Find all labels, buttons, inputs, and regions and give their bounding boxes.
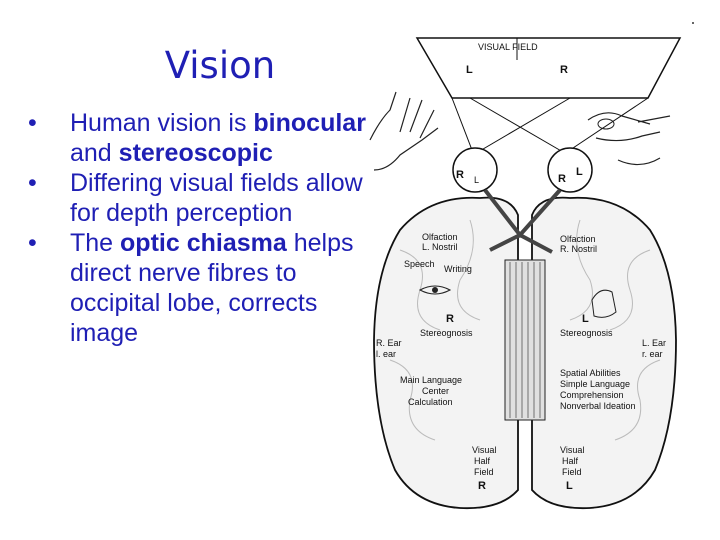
olfaction-right-1: Olfaction bbox=[560, 234, 596, 244]
left-eye bbox=[452, 147, 498, 193]
ear-right-2: r. ear bbox=[642, 349, 663, 359]
bullet-text: helps direct nerve fibres to occipital l… bbox=[70, 229, 354, 347]
optic-chiasma bbox=[483, 188, 562, 254]
corpus-callosum bbox=[504, 259, 546, 421]
brain-diagram-svg: VISUAL FIELD L R R L R L Olfaction L. No… bbox=[369, 37, 682, 510]
ear-left-2: l. ear bbox=[376, 349, 396, 359]
olfaction-left-2: L. Nostril bbox=[422, 242, 458, 252]
slide-title: Vision bbox=[164, 44, 276, 87]
bullet-text: Human vision is bbox=[70, 109, 254, 137]
small-hand-icon bbox=[591, 289, 617, 318]
visual-field-box bbox=[415, 37, 682, 99]
brain-vision-diagram: VISUAL FIELD L R R L R L Olfaction L. No… bbox=[360, 20, 720, 520]
corner-mark bbox=[692, 22, 694, 24]
stereognosis-right: Stereognosis bbox=[560, 328, 613, 338]
right-eye bbox=[547, 147, 593, 193]
right-hemisphere bbox=[531, 196, 677, 510]
stereognosis-left: Stereognosis bbox=[420, 328, 473, 338]
vhf-right-2: Half bbox=[562, 456, 579, 466]
spatial-2: Simple Language bbox=[560, 379, 630, 389]
spatial-4: Nonverbal Ideation bbox=[560, 401, 636, 411]
bullet-item: Differing visual fields allow for depth … bbox=[28, 168, 373, 228]
vhf-right-3: Field bbox=[562, 467, 582, 477]
hand-circle bbox=[597, 118, 615, 130]
speech-label: Speech bbox=[404, 259, 435, 269]
main-language-1: Main Language bbox=[400, 375, 462, 385]
olfaction-right-2: R. Nostril bbox=[560, 244, 597, 254]
bullet-text: and bbox=[70, 139, 119, 167]
spatial-3: Comprehension bbox=[560, 390, 624, 400]
hemisphere-left-letter: R bbox=[446, 313, 454, 325]
right-eye-r: R bbox=[558, 173, 566, 185]
bullet-list: Human vision is binocular and stereoscop… bbox=[28, 108, 373, 348]
field-left-label: L bbox=[466, 64, 473, 76]
callosum-fibres bbox=[509, 262, 541, 418]
olfaction-left-1: Olfaction bbox=[422, 232, 458, 242]
bullet-emphasis: optic chiasma bbox=[120, 229, 287, 257]
spatial-1: Spatial Abilities bbox=[560, 368, 621, 378]
right-hand-drawing bbox=[587, 112, 671, 166]
small-eye-pupil bbox=[432, 287, 438, 293]
sight-lines bbox=[451, 97, 649, 153]
vhf-left-2: Half bbox=[474, 456, 491, 466]
bullet-emphasis: stereoscopic bbox=[118, 139, 273, 167]
ear-left-1: R. Ear bbox=[376, 338, 402, 348]
writing-label: Writing bbox=[444, 264, 472, 274]
bullet-item: Human vision is binocular and stereoscop… bbox=[28, 108, 373, 168]
right-eye-l: L bbox=[576, 166, 583, 178]
vhf-right-1: Visual bbox=[560, 445, 584, 455]
ear-right-1: L. Ear bbox=[642, 338, 666, 348]
left-hemisphere bbox=[373, 196, 519, 510]
vhf-left-1: Visual bbox=[472, 445, 496, 455]
bullet-item: The optic chiasma helps direct nerve fib… bbox=[28, 228, 373, 348]
small-eye-icon bbox=[418, 285, 452, 295]
main-language-3: Calculation bbox=[408, 397, 453, 407]
bullet-text: Differing visual fields allow for depth … bbox=[70, 169, 363, 227]
visual-field-label: VISUAL FIELD bbox=[478, 42, 538, 52]
left-eye-l: L bbox=[474, 175, 479, 185]
hemisphere-right-letter: L bbox=[582, 313, 589, 325]
left-hand-drawing bbox=[369, 91, 439, 171]
vhf-right-4: L bbox=[566, 480, 573, 492]
main-language-2: Center bbox=[422, 386, 449, 396]
left-eye-r: R bbox=[456, 169, 464, 181]
vhf-left-3: Field bbox=[474, 467, 494, 477]
field-right-label: R bbox=[560, 64, 568, 76]
bullet-emphasis: binocular bbox=[253, 109, 366, 137]
vhf-left-4: R bbox=[478, 480, 486, 492]
bullet-text: The bbox=[70, 229, 121, 257]
